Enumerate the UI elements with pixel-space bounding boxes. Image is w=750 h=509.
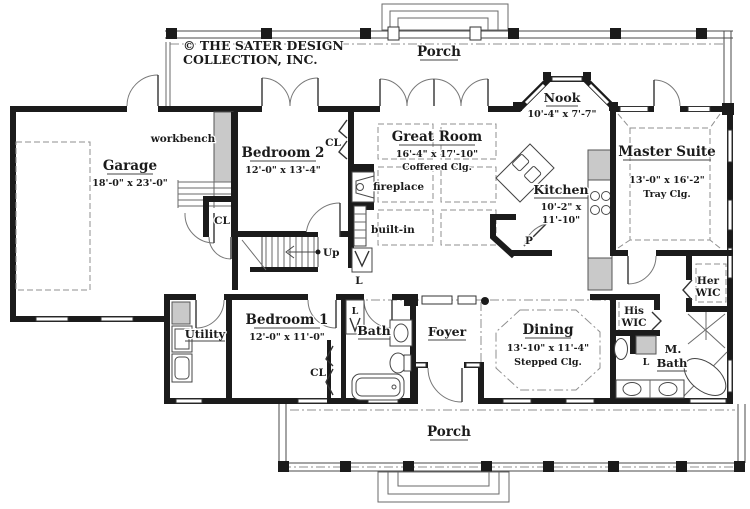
master-suite-ceiling: Tray Clg.: [643, 189, 691, 200]
fireplace-label: fireplace: [373, 181, 424, 193]
bedroom2-dims: 12'-0" x 13'-4": [245, 165, 321, 176]
dining-zone: [495, 309, 601, 391]
bottom-porch: [278, 404, 746, 503]
bedroom1-linen: [345, 299, 365, 335]
column-post: [481, 297, 489, 305]
nook-label: Nook: [544, 90, 581, 105]
labels: © THE SATER DESIGN COLLECTION, INC. Porc…: [91, 37, 722, 442]
bath-label: Bath: [357, 323, 391, 338]
toilet: [614, 338, 628, 360]
shower: [687, 312, 726, 349]
top-entry-steps: [381, 3, 509, 31]
bedroom2-label: Bedroom 2: [242, 145, 325, 161]
mbath-label1: M.: [665, 342, 682, 356]
bedroom1-row: [164, 294, 482, 404]
hall-bath-fixtures: [351, 319, 413, 401]
master-tub: [681, 351, 728, 399]
porch-columns: [278, 461, 745, 472]
her-wic-label1: Her: [697, 275, 720, 287]
hall-linen-label: L: [355, 275, 363, 287]
top-porch-label: Porch: [417, 44, 461, 60]
exterior-doors: [126, 74, 681, 403]
tray-ceiling: [617, 113, 721, 249]
master-suite-zone: [610, 106, 733, 285]
nook-dims: 10'-4" x 7'-7": [528, 109, 597, 120]
bedroom2-closet-label: CL: [325, 137, 341, 149]
built-in-label: built-in: [371, 224, 415, 236]
staircase: [241, 232, 321, 272]
bedroom1-dims: 12'-0" x 11'-0": [249, 332, 325, 343]
her-wic-label2: WIC: [694, 287, 720, 299]
refrigerator: [587, 149, 613, 181]
hall-linen-closet: [351, 247, 373, 273]
kitchen-dims1: 10'-2" x: [541, 202, 582, 213]
master-suite-dims: 13'-0" x 16'-2": [629, 175, 705, 186]
great-room-dims: 16'-4" x 17'-10": [396, 149, 478, 160]
his-wic-label2: WIC: [620, 317, 646, 329]
kitchen-label: Kitchen: [533, 182, 588, 197]
stairs-up-label: Up: [323, 247, 340, 259]
center-core: [232, 112, 610, 306]
windows: [35, 106, 733, 404]
dining-ceiling: Stepped Clg.: [514, 357, 582, 368]
mbath-linen: [630, 335, 657, 355]
dining-dims: 13'-10" x 11'-4": [507, 343, 589, 354]
bedroom2-closet-bifold: [338, 119, 348, 139]
her-wic: [682, 256, 733, 312]
master-suite-label: Master Suite: [618, 144, 715, 160]
utility-label: Utility: [185, 327, 226, 341]
great-room-ceiling: Coffered Clg.: [402, 162, 472, 173]
garage-label: Garage: [103, 158, 157, 174]
his-wic: [610, 294, 662, 336]
bedroom1-closet: [325, 340, 334, 404]
mbath-label2: Bath: [657, 356, 688, 370]
kitchen-island: [495, 143, 555, 203]
stepped-ceiling-outline: [495, 309, 601, 391]
bottom-entry-steps: [377, 471, 510, 503]
kitchen-counter: [587, 149, 613, 291]
workbench-label: workbench: [150, 133, 216, 145]
bedroom1-label: Bedroom 1: [246, 312, 329, 328]
copyright-line2: COLLECTION, INC.: [183, 52, 318, 67]
pantry-label: P: [525, 235, 533, 247]
kitchen-zone: [489, 143, 616, 300]
mbath-linen-label: L: [643, 357, 650, 368]
kitchen-dims2: 11'-10": [542, 215, 580, 226]
copyright-line1: © THE SATER DESIGN: [183, 38, 344, 53]
foyer-label: Foyer: [428, 324, 467, 339]
bottom-porch-label: Porch: [427, 424, 471, 440]
garage-dims: 18'-0" x 23'-0": [92, 178, 168, 189]
built-in-cabinet: [353, 205, 367, 247]
double-vanity: [615, 379, 685, 399]
great-room-label: Great Room: [392, 129, 482, 145]
bedroom1-linen-label: L: [352, 306, 359, 317]
dining-label: Dining: [522, 322, 574, 338]
utility-appliances: [171, 301, 193, 383]
bedroom1-closet-label: CL: [310, 367, 326, 379]
workbench-counter: [213, 111, 234, 183]
fireplace: [350, 164, 375, 210]
wic-mbath-zone: [610, 256, 733, 399]
garage-closet-label: CL: [214, 215, 230, 227]
pantry: [489, 214, 552, 259]
his-wic-label1: His: [624, 305, 644, 317]
